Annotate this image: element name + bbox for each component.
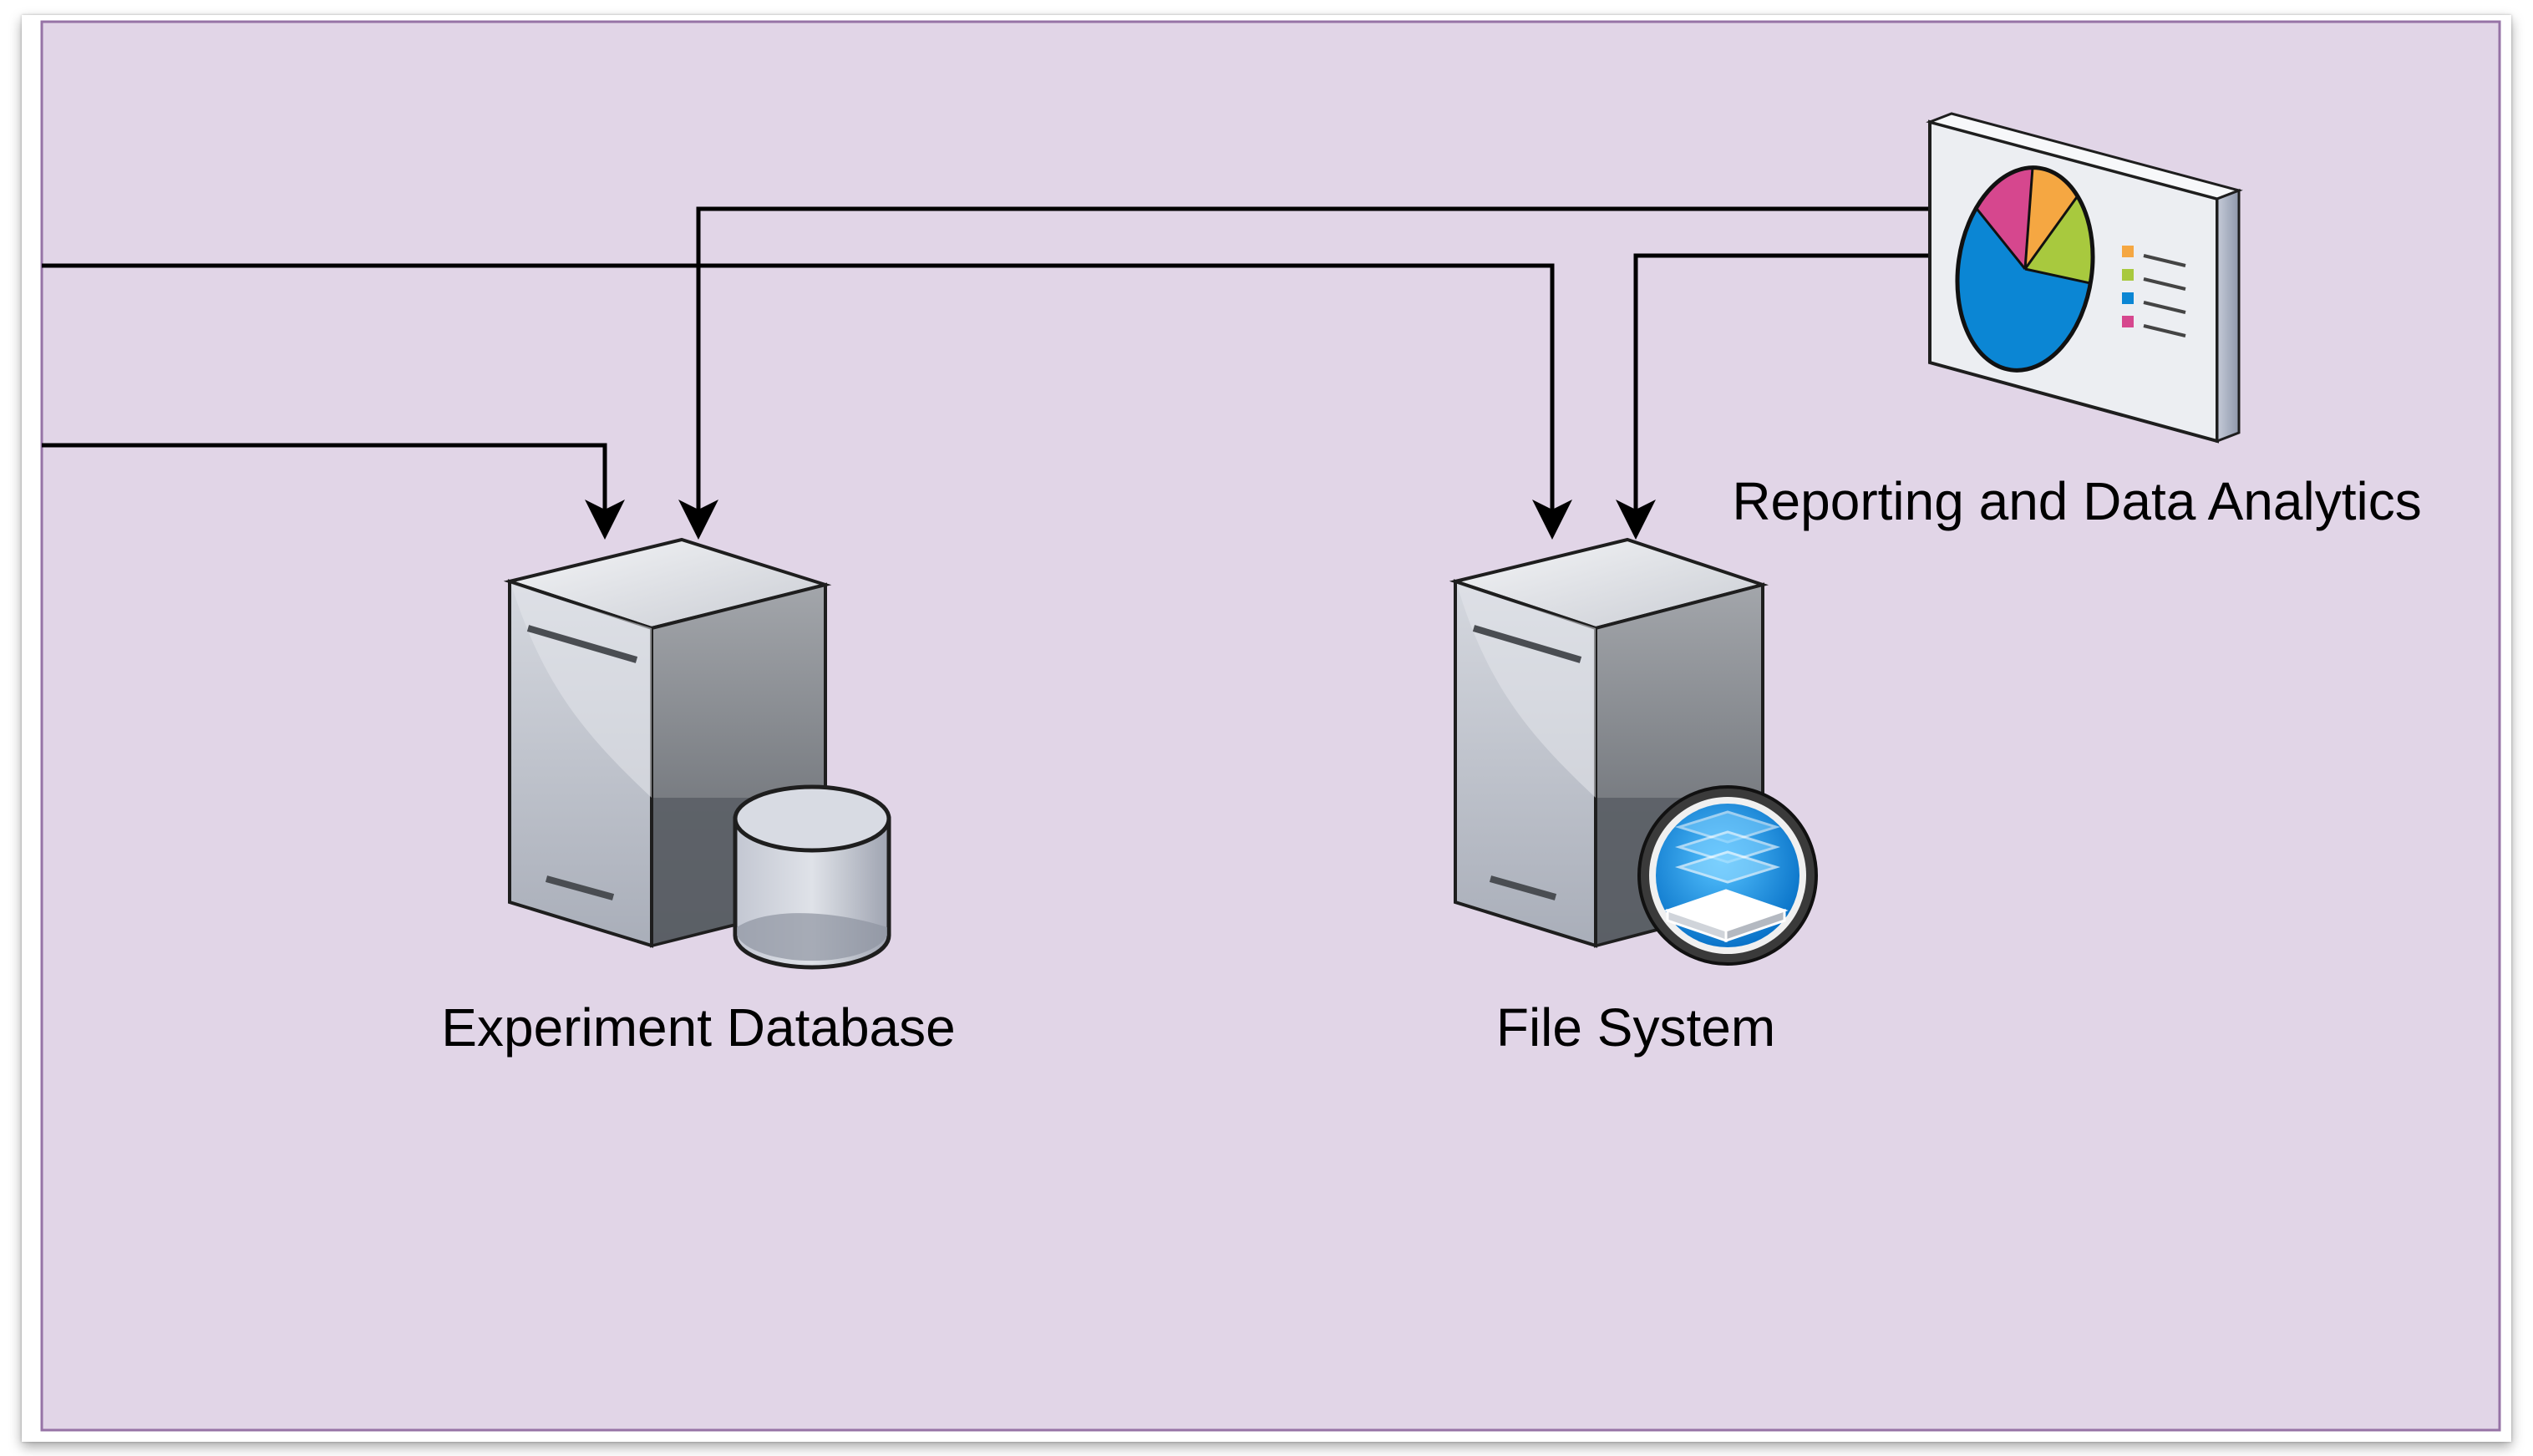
- arrowhead: [1532, 500, 1572, 540]
- edge-left-to-experiment-database[interactable]: [42, 443, 609, 529]
- experiment-database-node[interactable]: Experiment Database: [441, 537, 956, 1058]
- edge-left-to-file-system[interactable]: [42, 263, 1556, 529]
- file-system-label: File System: [1496, 997, 1775, 1058]
- arrowhead: [678, 500, 718, 540]
- edges: [42, 206, 1930, 529]
- reporting-label: Reporting and Data Analytics: [1732, 471, 2421, 531]
- file-system-node[interactable]: File System: [1449, 537, 1818, 1058]
- experiment-database-label: Experiment Database: [441, 997, 955, 1058]
- arrowheads: [585, 500, 1656, 540]
- arrowhead: [1616, 500, 1656, 540]
- pie-chart-report-board-icon: [1926, 112, 2243, 444]
- pie-chart-icon: [1955, 165, 2095, 373]
- edge-reporting-to-experiment-database[interactable]: [694, 206, 1930, 529]
- file-server-icon: [1449, 537, 1818, 966]
- layers-icon: [1663, 810, 1789, 943]
- legend-icon: [2122, 246, 2186, 337]
- edge-reporting-to-file-system[interactable]: [1632, 253, 1930, 529]
- reporting-node[interactable]: Reporting and Data Analytics: [1732, 112, 2422, 531]
- arrowhead: [585, 500, 625, 540]
- database-server-icon: [503, 537, 891, 970]
